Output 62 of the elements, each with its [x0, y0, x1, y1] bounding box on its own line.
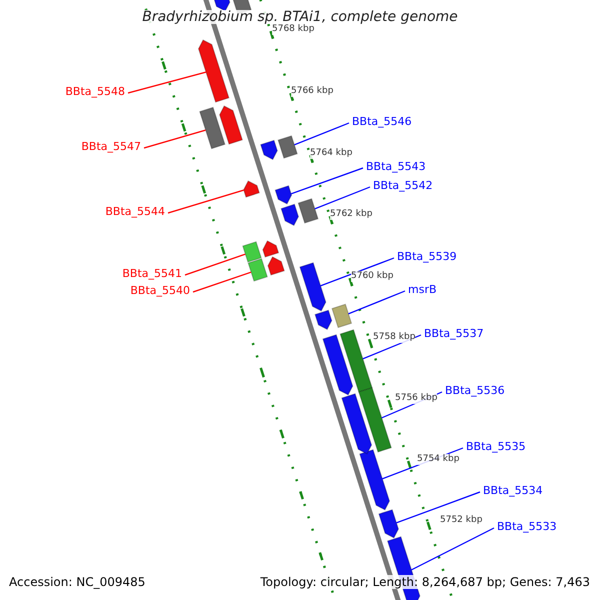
leader-line — [168, 190, 244, 214]
tick-label: 5766 kbp — [291, 86, 334, 97]
tick-label: 5760 kbp — [351, 271, 394, 282]
gene-label: BBta_5535 — [466, 440, 526, 454]
gene-label: BBta_5541 — [122, 267, 182, 281]
gene-label: BBta_5534 — [483, 484, 543, 498]
leader-line — [192, 272, 252, 293]
gene-feature — [260, 140, 278, 160]
gene-feature — [299, 262, 326, 312]
gene-block — [242, 241, 262, 263]
tick-label: 5764 kbp — [310, 148, 352, 159]
leader-line — [294, 122, 350, 146]
accession-label: Accession: NC_009485 — [9, 575, 146, 589]
gene-label: BBta_5536 — [445, 384, 505, 398]
gene-label: BBta_5542 — [373, 179, 433, 193]
leader-line — [314, 186, 370, 210]
genome-info-label: Topology: circular; Length: 8,264,687 bp; Genes: 7,463 — [260, 575, 590, 589]
tick-label: 5752 kbp — [440, 515, 482, 526]
gene-feature — [378, 509, 399, 538]
gene-feature — [262, 240, 280, 258]
leader-line — [348, 290, 406, 314]
tick-label: 5768 kbp — [272, 24, 314, 35]
gene-feature — [314, 310, 332, 330]
leader-line — [396, 491, 480, 524]
gene-feature — [341, 393, 372, 455]
gene-label: BBta_5537 — [424, 327, 484, 341]
gene-label: BBta_5544 — [105, 205, 165, 219]
leader-line — [128, 72, 206, 94]
gene-feature — [274, 185, 292, 205]
tick-label: 5758 kbp — [373, 332, 416, 343]
leader-line — [184, 254, 246, 276]
leader-line — [320, 257, 394, 286]
gene-label: BBta_5543 — [366, 160, 426, 174]
gene-feature — [267, 256, 285, 276]
gene-feature — [280, 204, 299, 226]
gene-feature — [219, 105, 243, 145]
gene-block — [331, 304, 352, 328]
leader-line — [144, 130, 206, 149]
gene-label: msrB — [408, 283, 437, 297]
gene-block — [248, 258, 268, 282]
leader-line — [290, 167, 364, 194]
gene-feature — [359, 449, 390, 510]
gene-label: BBta_5533 — [497, 520, 557, 534]
gene-feature — [198, 39, 230, 103]
gene-block — [278, 135, 298, 159]
title: Bradyrhizobium sp. BTAi1, complete genome — [142, 10, 458, 24]
tick-label: 5754 kbp — [417, 454, 460, 465]
gene-feature — [322, 334, 354, 396]
gene-feature — [214, 0, 230, 12]
gene-block — [298, 198, 319, 224]
gene-feature — [243, 180, 260, 198]
leader-line — [411, 527, 494, 570]
tick-label: 5756 kbp — [395, 393, 438, 404]
gene-block — [199, 106, 226, 150]
gene-label: BBta_5547 — [81, 140, 141, 154]
gene-block — [340, 329, 373, 393]
gene-label: BBta_5546 — [352, 115, 412, 129]
gene-label: BBta_5548 — [65, 85, 125, 99]
gene-label: BBta_5540 — [130, 284, 190, 298]
tick-label: 5762 kbp — [330, 209, 372, 220]
gene-block — [358, 387, 392, 453]
gene-label: BBta_5539 — [397, 250, 457, 264]
